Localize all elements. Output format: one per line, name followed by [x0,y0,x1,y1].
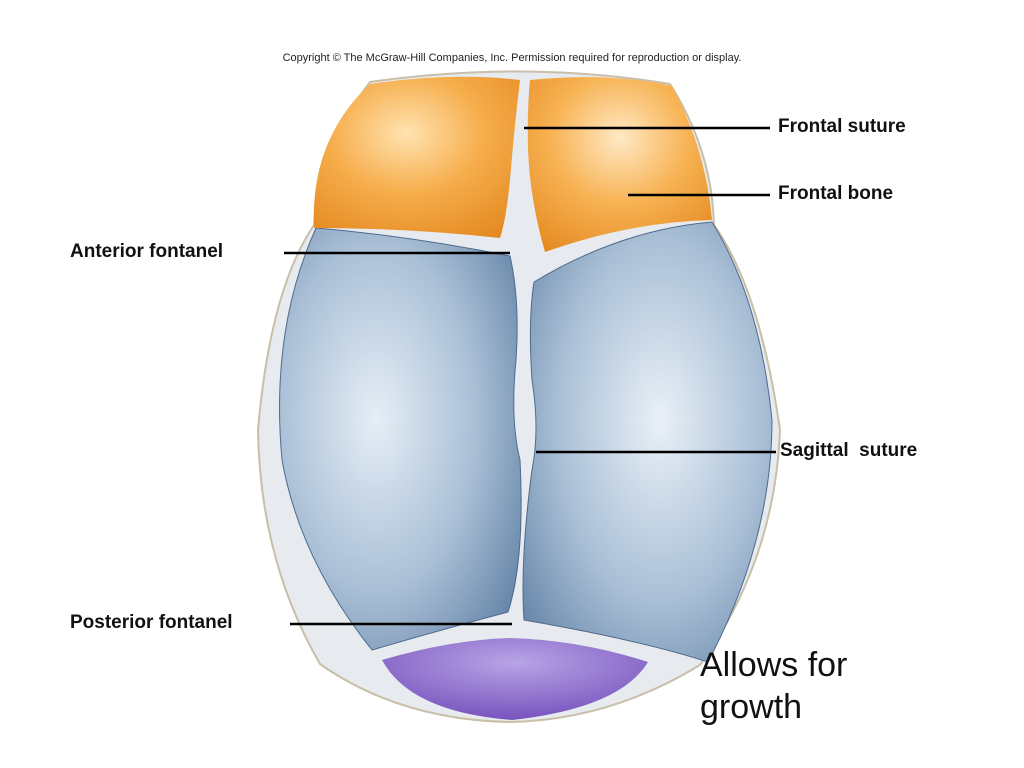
growth-note: Allows for growth [700,646,848,726]
label-frontal-bone: Frontal bone [778,183,894,204]
label-anterior-fontanel: Anterior fontanel [70,241,224,262]
right-parietal-bone [522,221,773,663]
copyright-notice: Copyright © The McGraw-Hill Companies, I… [282,52,742,64]
label-frontal-suture: Frontal suture [778,116,906,137]
leader-lines [284,126,776,626]
label-sagittal-suture: Sagittal suture [780,440,918,461]
label-posterior-fontanel: Posterior fontanel [70,612,233,633]
occipital-bone [382,638,648,720]
right-frontal-bone [527,77,712,252]
left-parietal-bone [279,227,522,651]
left-frontal-bone [313,76,520,238]
